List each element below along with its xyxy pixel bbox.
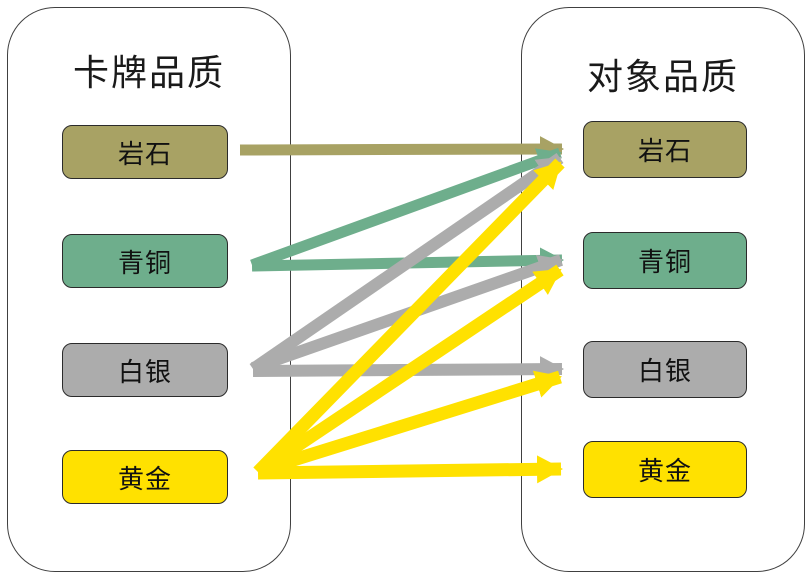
object-quality-bronze: 青铜: [583, 232, 747, 289]
arrow-bronze-to-rock: [250, 147, 562, 271]
object-quality-bronze-label: 青铜: [637, 247, 692, 277]
arrow-silver-to-bronze: [251, 254, 563, 374]
card-quality-title: 卡牌品质: [72, 52, 225, 93]
arrow-gold-to-rock: [253, 158, 565, 477]
object-quality-title: 对象品质: [586, 56, 739, 97]
arrow-gold-to-gold-silver: [256, 370, 562, 478]
arrow-gold-to-gold: [257, 455, 563, 484]
card-quality-rock-label: 岩石: [117, 138, 172, 169]
card-quality-silver-label: 白银: [117, 356, 172, 387]
card-quality-gold: 黄金: [62, 450, 228, 504]
arrow-bronze-to-bronze: [251, 247, 564, 274]
object-quality-rock: 岩石: [583, 121, 747, 178]
card-quality-bronze: 青铜: [62, 234, 228, 288]
object-quality-silver-label: 白银: [637, 356, 692, 386]
object-quality-gold: 黄金: [583, 441, 747, 498]
card-quality-silver: 白银: [62, 343, 228, 397]
object-quality-silver: 白银: [583, 341, 747, 398]
object-quality-gold-label: 黄金: [637, 456, 692, 486]
arrow-silver-to-rock: [249, 153, 564, 374]
arrow-gold-to-bronze: [254, 264, 564, 478]
card-quality-rock: 岩石: [62, 125, 228, 179]
card-quality-bronze-label: 青铜: [117, 247, 172, 278]
object-quality-rock-label: 岩石: [637, 136, 692, 166]
card-quality-gold-label: 黄金: [117, 463, 172, 494]
arrow-silver-to-silver: [252, 356, 564, 383]
